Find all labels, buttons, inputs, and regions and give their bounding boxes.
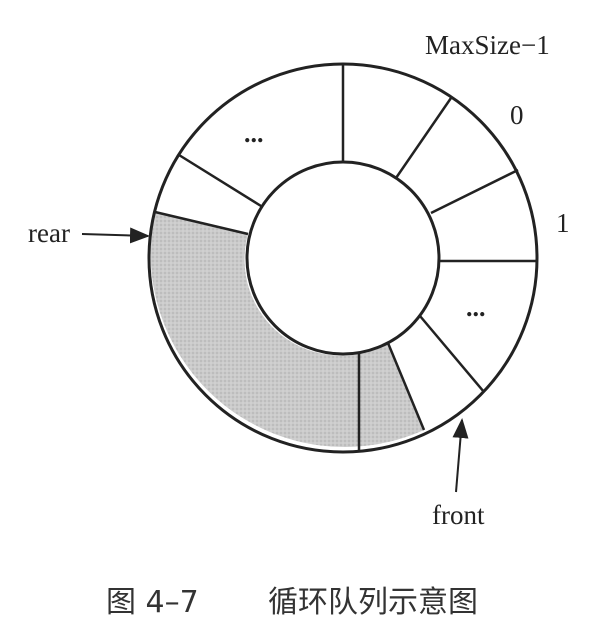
figure-title: 循环队列示意图: [268, 585, 478, 620]
front-arrow: [452, 418, 469, 493]
front-label: front: [432, 500, 485, 530]
rear-label: rear: [28, 218, 70, 248]
divider-top-left: [178, 153, 262, 208]
slot-dividers: [154, 64, 537, 451]
ellipsis-right-slot: ...: [466, 293, 486, 322]
divider-1-2: [430, 168, 519, 215]
divider-front: [386, 342, 426, 431]
ellipsis-top-slot: ...: [244, 119, 264, 148]
index-1-label: 1: [556, 208, 570, 238]
ring-inner-circle: [245, 160, 441, 356]
rear-arrow: [81, 227, 150, 244]
maxsize-minus-1-label: MaxSize−1: [425, 30, 550, 60]
divider-rear: [154, 210, 249, 236]
divider-0-1: [394, 97, 453, 179]
figure-number: 图 4–7: [106, 585, 199, 620]
occupied-region: [150, 212, 424, 447]
index-0-label: 0: [510, 100, 524, 130]
divider-after-ellipsis: [419, 315, 485, 393]
